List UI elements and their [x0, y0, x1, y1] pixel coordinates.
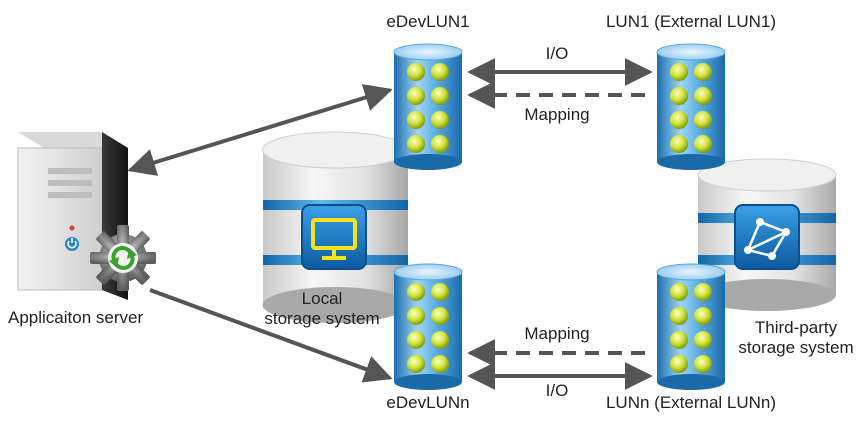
local-storage-label-line1: Local	[301, 289, 343, 308]
app-server-label: Applicaiton server	[8, 308, 144, 327]
lun1-label: LUN1 (External LUN1)	[605, 12, 777, 31]
lun-cylinder-icon	[670, 63, 712, 153]
lun-lun1	[656, 43, 726, 170]
mapping-bottom-label: Mapping	[524, 324, 590, 343]
server-to-edevlunn-arrow	[149, 288, 393, 383]
lun-cylinder-icon	[670, 283, 712, 373]
lun-edevlunn	[393, 263, 463, 390]
local-storage-label-line2: storage system	[264, 309, 380, 328]
lun-lunn	[656, 263, 726, 390]
lun-cylinder-icon	[407, 63, 449, 153]
io-bottom-label: I/O	[545, 381, 569, 400]
edevlun1-label: eDevLUN1	[386, 12, 470, 31]
lunn-label: LUNn (External LUNn)	[605, 393, 777, 412]
third-party-label-line1: Third-party	[754, 318, 838, 337]
local-storage-system	[262, 131, 408, 323]
edevlunn-label: eDevLUNn	[386, 393, 470, 412]
mapping-top-label: Mapping	[524, 105, 590, 124]
server-to-edevlun1-arrow	[127, 84, 393, 176]
monitor-icon	[301, 204, 367, 270]
gear-sync-icon	[90, 225, 156, 291]
third-party-label-line2: storage system	[738, 338, 854, 357]
third-party-storage-system	[697, 158, 837, 311]
network-nodes-icon	[734, 204, 800, 270]
io-top-label: I/O	[545, 44, 569, 63]
lun-cylinder-icon	[407, 283, 449, 373]
lun-edevlun1	[393, 43, 463, 170]
connection-arrows	[127, 58, 653, 390]
server-tower-icon	[17, 132, 128, 300]
